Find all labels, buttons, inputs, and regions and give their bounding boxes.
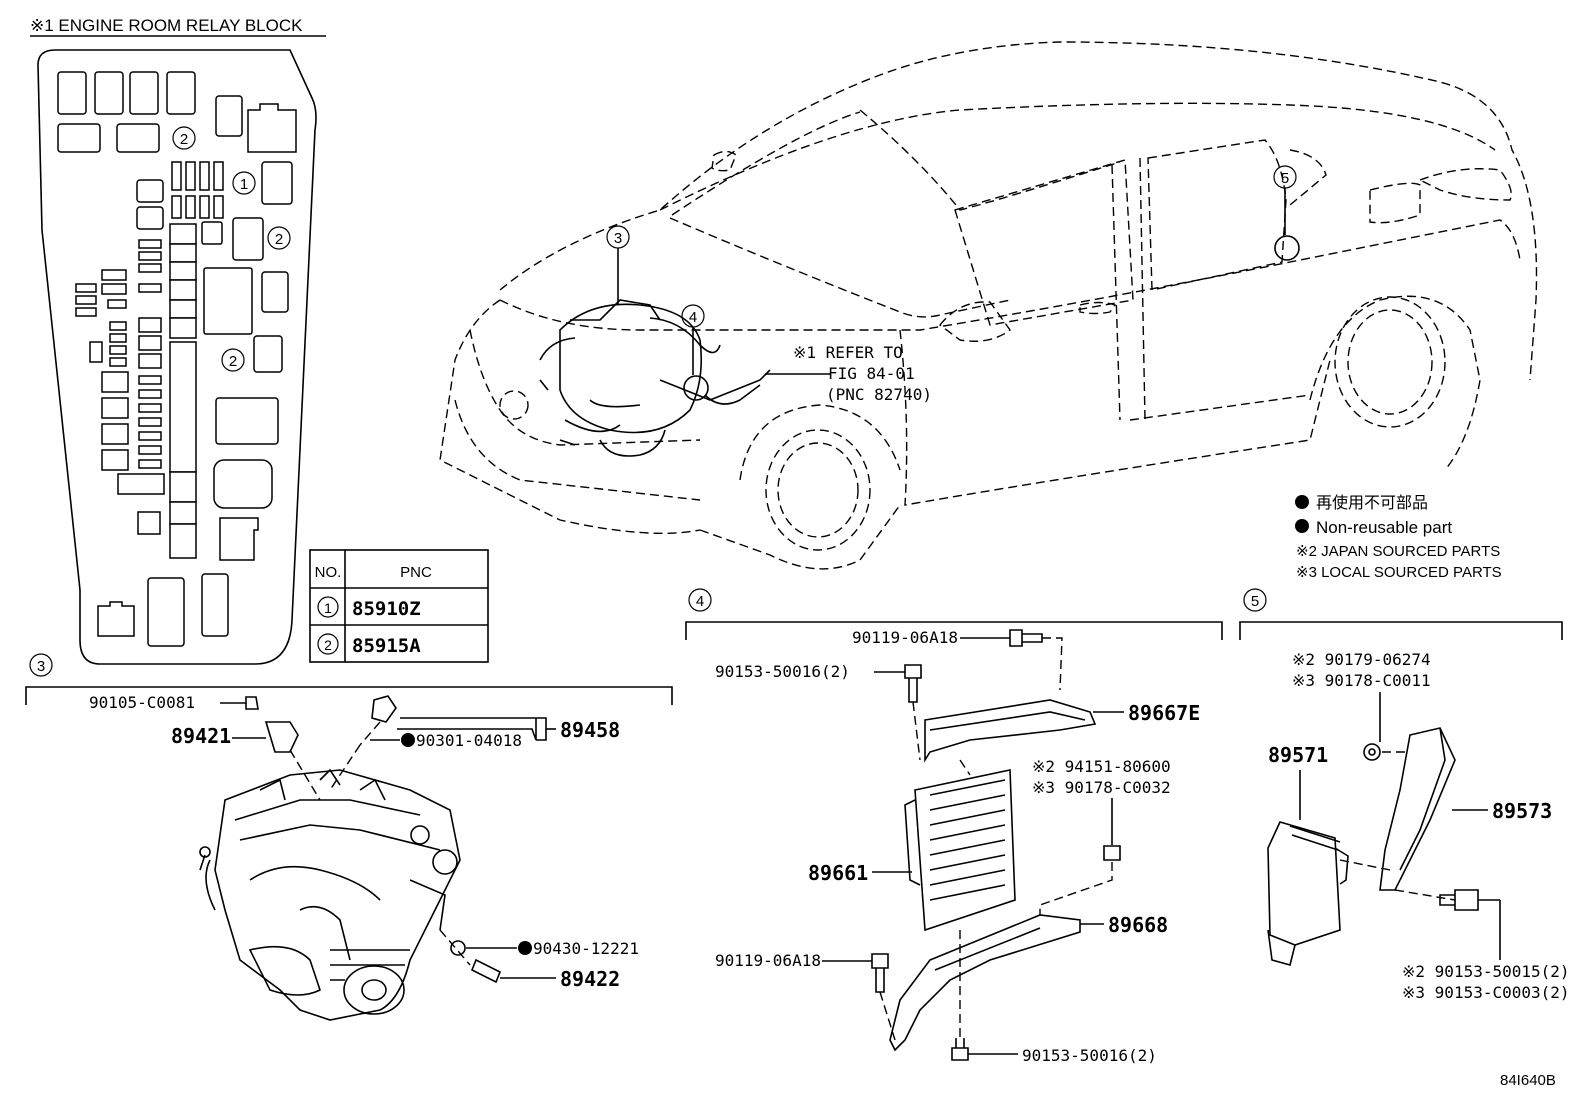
part-89667E: 89667E (1128, 701, 1200, 725)
vehicle-overview: 3 4 5 ※1 REFER TO FIG 84-01 (PNC 82740) (439, 41, 1538, 570)
pnc-row-no: 1 (324, 600, 332, 616)
svg-text:2: 2 (180, 131, 188, 148)
relay-callout-2a: 2 (172, 126, 196, 150)
pnc-row-value: 85910Z (352, 598, 421, 620)
relay-callout-2c: 2 (221, 348, 245, 372)
part-89571: 89571 (1268, 743, 1328, 767)
part-89573: 89573 (1492, 799, 1552, 823)
part-90179-06274: ※2 90179-06274 (1292, 650, 1431, 669)
part-90178-C0032: ※3 90178-C0032 (1032, 778, 1171, 797)
part-89668: 89668 (1108, 913, 1168, 937)
relay-callout-2b: 2 (267, 226, 291, 250)
vehicle-callout-3: 3 (606, 225, 630, 305)
svg-text:2: 2 (275, 231, 283, 248)
section-4-number: 4 (696, 593, 704, 610)
section-5-number: 5 (1251, 593, 1259, 610)
legend-jp: 再使用不可部品 (1316, 494, 1428, 512)
non-reusable-dot-icon (401, 733, 415, 747)
part-94151-80600: ※2 94151-80600 (1032, 757, 1171, 776)
pnc-table-header-no: NO. (315, 564, 342, 581)
svg-text:1: 1 (240, 176, 248, 193)
part-90153-C0003: ※3 90153-C0003(2) (1402, 983, 1570, 1002)
legend: 再使用不可部品 Non-reusable part ※2 JAPAN SOURC… (1295, 494, 1502, 581)
part-90153-50016-top: 90153-50016(2) (715, 662, 850, 681)
svg-text:5: 5 (1281, 170, 1289, 187)
part-90105-C0081: 90105-C0081 (89, 693, 195, 712)
part-89661: 89661 (808, 861, 868, 885)
non-reusable-dot-icon (1295, 519, 1309, 533)
part-90153-50015: ※2 90153-50015(2) (1402, 962, 1570, 981)
engine-bay-wiring (539, 299, 771, 457)
part-89458: 89458 (560, 718, 620, 742)
left-fuses (75, 239, 165, 535)
svg-text:2: 2 (229, 353, 237, 370)
legend-note-3: ※3 LOCAL SOURCED PARTS (1296, 564, 1502, 581)
relay-callout-1: 1 (232, 171, 256, 195)
section-3: 3 90105-C0081 89421 (25, 653, 673, 1021)
figure-code: 84I640B (1500, 1072, 1556, 1089)
svg-text:3: 3 (614, 230, 622, 247)
svg-text:4: 4 (689, 309, 697, 326)
engine-assembly (199, 768, 461, 1021)
non-reusable-dot-icon (1295, 495, 1309, 509)
part-89421: 89421 (171, 724, 231, 748)
pnc-row-no: 2 (324, 637, 332, 653)
vehicle-callout-4: 4 (681, 304, 709, 401)
part-89422: 89422 (560, 967, 620, 991)
fuse-column (169, 223, 197, 559)
part-90119-06A18-bottom: 90119-06A18 (715, 951, 821, 970)
part-90301-04018: 90301-04018 (416, 731, 522, 750)
pnc-table: NO. PNC 1 85910Z 2 85915A (309, 549, 489, 663)
refer-to-line3: (PNC 82740) (826, 385, 932, 404)
pnc-table-header-pnc: PNC (400, 564, 432, 581)
non-reusable-dot-icon (518, 941, 532, 955)
mini-fuse-array (171, 161, 224, 219)
legend-note-2: ※2 JAPAN SOURCED PARTS (1296, 543, 1500, 560)
refer-to-line1: ※1 REFER TO (793, 343, 903, 362)
relay-block: ※1 ENGINE ROOM RELAY BLOCK (30, 16, 326, 665)
part-90430-12221: 90430-12221 (533, 939, 639, 958)
legend-en: Non-reusable part (1316, 518, 1452, 537)
section-5: 5 ※2 90179-06274 ※3 90178-C0011 89573 89… (1239, 588, 1570, 1002)
pnc-row-value: 85915A (352, 635, 421, 657)
refer-to-line2: FIG 84-01 (828, 364, 915, 383)
relay-block-title: ※1 ENGINE ROOM RELAY BLOCK (30, 16, 303, 35)
part-90178-C0011: ※3 90178-C0011 (1292, 671, 1431, 690)
vehicle-callout-5: 5 (1273, 165, 1300, 261)
part-90119-06A18-top: 90119-06A18 (852, 628, 958, 647)
section-4: 4 90119-06A18 90153-50016(2) 89667E 8966… (685, 588, 1223, 1065)
part-90153-50016-bottom: 90153-50016(2) (1022, 1046, 1157, 1065)
section-3-number: 3 (37, 658, 45, 675)
